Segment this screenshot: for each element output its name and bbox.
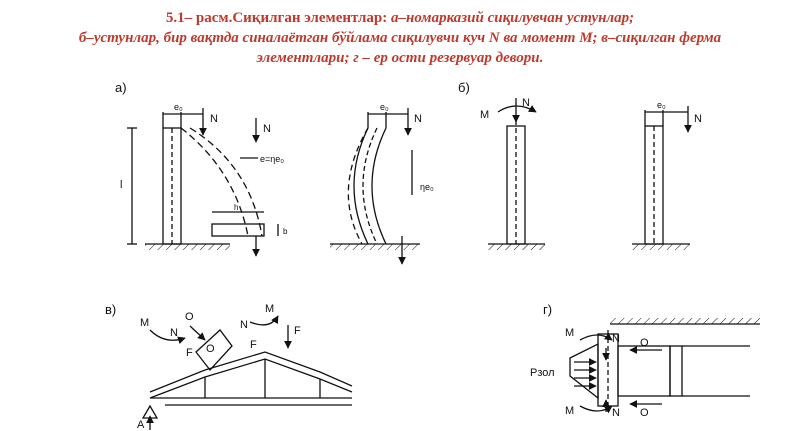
label-N-v2: N bbox=[240, 319, 248, 331]
caption-line-1: 5.1– расм.Сиқилган элементлар: а–номарка… bbox=[0, 8, 800, 28]
caption-line-2: б–устунлар, бир вақтда синалаётган бўйла… bbox=[78, 30, 722, 46]
label-M-g2: M bbox=[565, 405, 574, 417]
label-N-b: N bbox=[522, 97, 530, 109]
label-O-v2: O bbox=[206, 343, 215, 355]
panel-g: г) Pзол M N O M N O bbox=[530, 302, 760, 419]
label-O-v: O bbox=[185, 311, 194, 323]
label-e0-2: e₀ bbox=[380, 102, 389, 112]
label-M-v2: M bbox=[265, 303, 274, 315]
panel-b-label: б) bbox=[458, 80, 470, 95]
label-O-g2: O bbox=[640, 407, 649, 419]
soil-pressure bbox=[569, 342, 599, 400]
label-e-ne0: e=ηe₀ bbox=[260, 154, 284, 164]
label-ne0: ηe₀ bbox=[420, 182, 434, 192]
top-chord bbox=[149, 351, 353, 393]
label-e0: e₀ bbox=[174, 102, 183, 112]
label-N-g: N bbox=[612, 333, 620, 345]
label-N: N bbox=[210, 113, 218, 125]
label-F-v2: F bbox=[250, 339, 257, 351]
caption-lead: Сиқилган элементлар: bbox=[232, 10, 392, 26]
moment-M-arrow bbox=[497, 105, 537, 113]
label-N2: N bbox=[263, 123, 271, 135]
label-F-v: F bbox=[186, 347, 193, 359]
panel-v-label: в) bbox=[105, 302, 116, 317]
caption-line-1-rest: а–номарказий сиқилувчан устунлар; bbox=[391, 10, 635, 26]
label-h: h bbox=[234, 203, 238, 212]
label-psoil: Pзол bbox=[530, 367, 555, 379]
label-F-v3: F bbox=[294, 325, 301, 337]
panel-a: а) e₀ N N e=ηe₀ l h b bbox=[115, 80, 288, 257]
panel-a-column-2: e₀ N ηe₀ bbox=[330, 102, 434, 265]
label-M-b: M bbox=[480, 109, 489, 121]
label-O-g: O bbox=[640, 337, 649, 349]
ground-hatch bbox=[145, 244, 230, 250]
label-N-g2: N bbox=[612, 407, 620, 419]
deflected-shape bbox=[180, 127, 249, 237]
label-l: l bbox=[120, 179, 122, 191]
label-M-v: M bbox=[140, 317, 149, 329]
caption-line-3: элементлари; г – ер ости резервуар девор… bbox=[256, 50, 544, 66]
label-e0-b: e₀ bbox=[657, 100, 666, 110]
panel-a-label: а) bbox=[115, 80, 127, 95]
label-N-v: N bbox=[170, 327, 178, 339]
label-N-b2: N bbox=[694, 113, 702, 125]
figure-caption: 5.1– расм.Сиқилган элементлар: а–номарка… bbox=[0, 8, 800, 68]
compressed-element bbox=[195, 329, 233, 372]
label-M-g: M bbox=[565, 327, 574, 339]
cross-section bbox=[211, 223, 265, 237]
curved-column-right bbox=[371, 127, 387, 245]
label-N-3: N bbox=[414, 113, 422, 125]
panel-b: б) N M e₀ N bbox=[458, 80, 702, 250]
label-A: A bbox=[137, 419, 145, 431]
caption-number: 5.1– расм. bbox=[165, 10, 233, 26]
panel-g-label: г) bbox=[543, 302, 552, 317]
slab bbox=[617, 345, 671, 397]
panel-v: в) A M N O F O M N F F bbox=[105, 302, 353, 431]
label-b: b bbox=[283, 227, 288, 236]
curved-column-left bbox=[353, 127, 369, 245]
ground-top bbox=[610, 318, 760, 324]
